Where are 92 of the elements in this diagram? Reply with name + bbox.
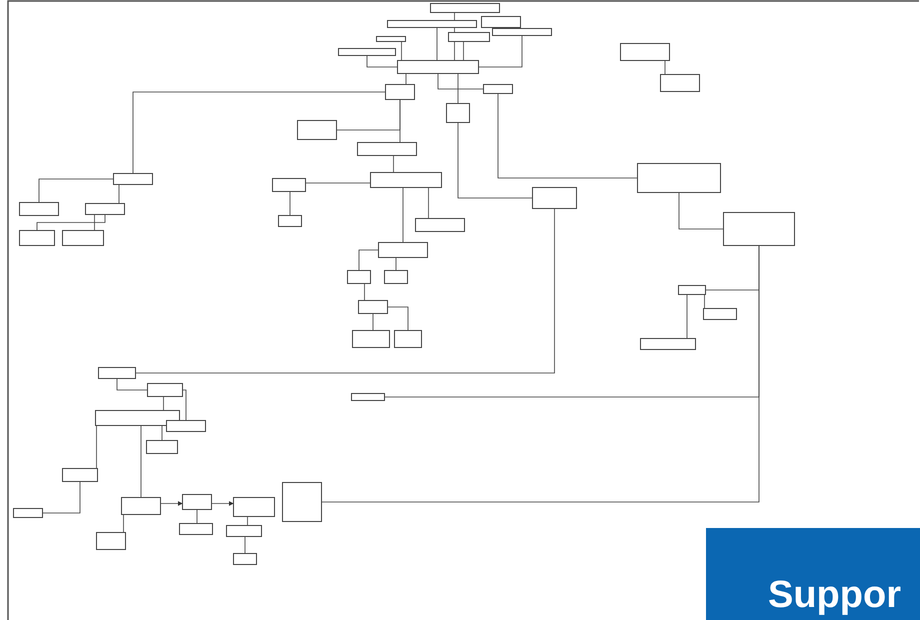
connector-line	[366, 56, 398, 68]
connector-line	[438, 74, 484, 90]
class-box	[19, 230, 55, 246]
class-box	[703, 308, 737, 320]
class-box	[483, 84, 513, 94]
connector-line	[96, 426, 97, 468]
connector-line	[163, 396, 164, 410]
connector-line	[402, 188, 404, 242]
class-box	[182, 494, 212, 510]
class-box	[415, 218, 465, 232]
connector-line	[358, 250, 378, 270]
class-box	[19, 202, 59, 216]
class-box	[448, 32, 490, 42]
connector-line	[182, 390, 186, 420]
class-box	[146, 440, 178, 454]
connector-line	[123, 514, 124, 532]
class-box	[338, 48, 396, 56]
class-box	[13, 508, 43, 518]
connector-line	[38, 178, 114, 202]
class-box	[272, 178, 306, 192]
connector-line	[116, 378, 148, 390]
class-box	[378, 242, 428, 258]
class-box	[637, 163, 721, 193]
class-box	[352, 330, 390, 348]
connector-line	[306, 182, 370, 184]
class-box	[481, 16, 521, 28]
class-box	[370, 172, 442, 188]
connector-line	[42, 482, 80, 514]
connector-line	[244, 536, 246, 554]
class-box	[723, 212, 795, 246]
class-box	[278, 215, 302, 227]
class-box	[98, 367, 136, 379]
class-box	[532, 187, 577, 209]
connector-line	[704, 294, 705, 308]
class-box	[233, 497, 275, 517]
connector-line	[401, 42, 402, 60]
connector-line	[196, 510, 198, 524]
connector-line	[94, 214, 95, 230]
class-box	[226, 525, 262, 537]
class-box	[357, 142, 417, 156]
connector-line	[678, 192, 724, 230]
connector-line	[247, 516, 248, 526]
connector-line	[498, 94, 638, 178]
connector-line	[140, 426, 142, 498]
class-box	[62, 468, 98, 482]
connector-line	[388, 306, 408, 330]
class-box	[376, 36, 406, 42]
class-box	[96, 532, 126, 550]
class-box	[62, 230, 104, 246]
class-box	[95, 410, 180, 426]
class-box	[640, 338, 696, 350]
class-box	[384, 270, 408, 284]
connector-line	[393, 156, 394, 172]
class-box	[620, 43, 670, 61]
connector-line	[132, 92, 386, 174]
class-box	[113, 173, 153, 185]
class-box	[394, 330, 422, 348]
connector-line	[458, 122, 532, 198]
banner-title: Suppor	[768, 576, 901, 614]
class-box	[347, 270, 371, 284]
class-box	[660, 74, 700, 92]
class-box	[85, 203, 125, 215]
class-box	[385, 84, 415, 100]
connector-line	[118, 184, 120, 204]
connector-line	[436, 28, 438, 60]
class-box	[297, 120, 337, 140]
class-box	[492, 28, 552, 36]
class-box	[678, 285, 706, 295]
connector-line	[428, 188, 429, 218]
class-box	[430, 3, 500, 13]
connector-line	[384, 246, 760, 398]
class-box	[387, 20, 477, 28]
class-box	[166, 420, 206, 432]
class-box	[351, 393, 385, 401]
class-box	[179, 523, 213, 535]
class-box	[147, 383, 183, 397]
class-box	[446, 103, 470, 123]
connector-line	[36, 214, 106, 230]
class-box	[233, 553, 257, 565]
connector-line	[372, 314, 374, 330]
connector-line	[463, 42, 464, 60]
connector-line	[136, 208, 555, 374]
class-box	[358, 300, 388, 314]
connector-line	[364, 284, 365, 300]
class-box	[397, 60, 479, 74]
connector-line	[212, 501, 234, 506]
connector-line	[478, 36, 522, 68]
class-box	[282, 482, 322, 522]
connector-line	[686, 294, 688, 338]
connector-line	[664, 60, 666, 74]
class-box	[121, 497, 161, 515]
connector-line	[160, 501, 183, 506]
